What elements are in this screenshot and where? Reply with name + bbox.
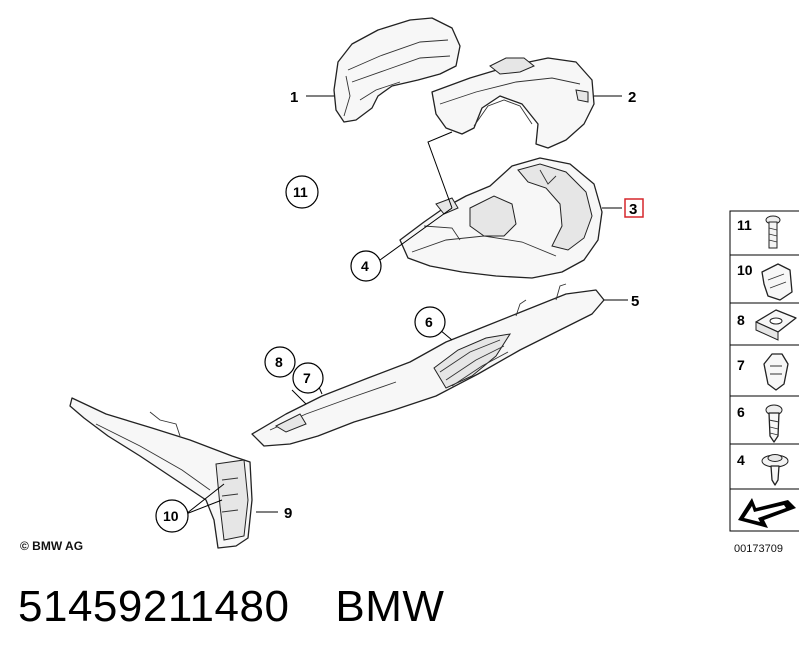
- circle-callout-11: 11: [285, 175, 319, 209]
- screw-icon: [765, 404, 783, 443]
- part-9-side-panel: [69, 397, 253, 549]
- legend-label-7: 7: [737, 357, 745, 373]
- callout-1: 1: [290, 89, 298, 106]
- clip-icon: [761, 263, 793, 301]
- part-2-upper-column-cover: [431, 57, 595, 149]
- circle-callout-10: 10: [155, 499, 189, 533]
- flange-screw-icon: [761, 454, 789, 486]
- small-parts-legend: 11 10 8 7 6: [729, 210, 799, 532]
- copyright-notice: © BMW AG: [20, 539, 84, 553]
- callout-10: 10: [163, 508, 179, 524]
- legend-label-4: 4: [737, 452, 745, 468]
- brand-name: BMW: [335, 582, 445, 631]
- square-nut-icon: [755, 309, 797, 341]
- circle-callout-6: 6: [414, 306, 446, 338]
- part-5-lower-trim-panel: [251, 283, 605, 447]
- callout-5: 5: [631, 293, 639, 310]
- callout-3-highlight-box: [624, 198, 644, 218]
- part-3-lower-column-cover: [399, 157, 603, 279]
- diagram-code: 00173709: [734, 543, 783, 555]
- circle-callout-4: 4: [350, 250, 382, 282]
- arrow-icon: [738, 498, 796, 528]
- parts-diagram: 1 2 3 4 5 6 7 8 9 10 11 11: [69, 17, 799, 549]
- callout-8: 8: [275, 354, 283, 370]
- circle-callout-7: 7: [292, 362, 324, 394]
- callout-3: 3: [629, 201, 637, 218]
- callout-7: 7: [303, 370, 311, 386]
- callout-11: 11: [293, 184, 308, 200]
- legend-label-11: 11: [737, 217, 752, 233]
- bolt-icon: [765, 215, 781, 249]
- circle-callout-8: 8: [264, 346, 296, 378]
- callout-4: 4: [361, 258, 369, 274]
- part-caption: 51459211480 BMW: [18, 582, 444, 632]
- legend-label-6: 6: [737, 404, 745, 420]
- expanding-clip-icon: [763, 353, 789, 391]
- part-1-upper-trim: [333, 17, 461, 123]
- legend-label-8: 8: [737, 312, 745, 328]
- callout-6: 6: [425, 314, 433, 330]
- callout-9: 9: [284, 505, 292, 522]
- legend-label-10: 10: [737, 262, 753, 278]
- callout-2: 2: [628, 89, 636, 106]
- part-number: 51459211480: [18, 582, 290, 631]
